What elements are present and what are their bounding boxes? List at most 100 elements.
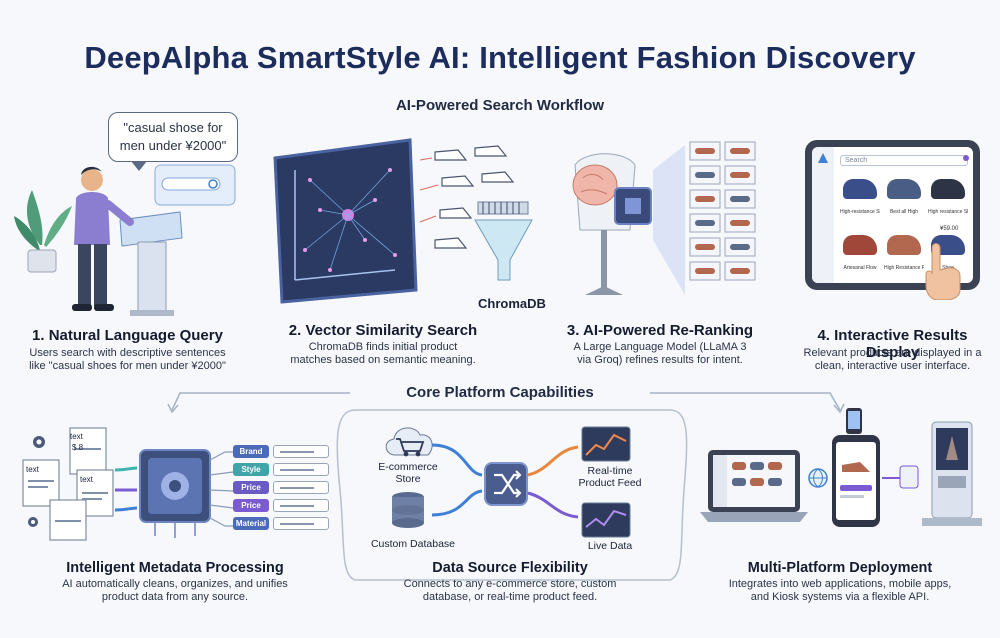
step-3-desc-line2: via Groq) refines results for intent. <box>577 354 743 366</box>
multi-platform-illustration <box>700 408 982 527</box>
metadata-chip: Price <box>233 499 269 512</box>
metadata-chip-row: Brand <box>233 445 333 459</box>
screen-search-input[interactable]: Search <box>840 155 968 166</box>
realtime-label-line2: Product Feed <box>578 477 642 489</box>
re-ranking-illustration <box>572 141 756 295</box>
step-4-desc-line2: clean, interactive user interface. <box>814 360 971 372</box>
metadata-chip: Price <box>233 481 269 494</box>
workflow-heading: AI-Powered Search Workflow <box>395 97 605 114</box>
screen-sidebar <box>812 147 834 283</box>
cap-2-desc: Connects to any e-commerce store, custom… <box>350 578 670 604</box>
shuffle-icon <box>484 462 528 506</box>
ecommerce-store-label: E-commerce Store <box>372 461 444 485</box>
metadata-value-bar <box>273 445 329 458</box>
tablet-icon: Search High-resistance Shoe Best all High… <box>805 140 980 290</box>
vector-similarity-illustration <box>273 138 533 304</box>
hand-icon <box>925 243 961 300</box>
chip-icon <box>614 187 652 225</box>
cap-1-desc: AI automatically cleans, organizes, and … <box>15 578 335 604</box>
metadata-chip-row: Material <box>233 517 333 531</box>
product-card[interactable]: High-resistance Shoe <box>840 173 880 223</box>
step-2-desc-line1: ChromaDB finds initial product <box>308 341 458 353</box>
doc-label-2: $ 8 <box>72 443 84 452</box>
metadata-value-bar <box>273 517 329 530</box>
step-1-desc: Users search with descriptive sentences … <box>10 347 245 373</box>
product-card-label: High resistance Shoe <box>928 209 968 215</box>
product-card-label: High-resistance Shoe <box>840 209 880 215</box>
kiosk-icon <box>119 211 183 316</box>
database-icon <box>392 492 424 528</box>
shoe-icon <box>887 179 921 199</box>
shoe-icon <box>434 145 515 249</box>
doc-label-1: text <box>70 432 83 441</box>
product-card[interactable]: Artesanal Flow <box>840 229 880 279</box>
product-card[interactable]: Best all High <box>884 173 924 223</box>
metadata-processing-illustration <box>22 427 234 541</box>
cap-3-title: Multi-Platform Deployment <box>747 560 933 576</box>
laptop-icon <box>700 450 808 522</box>
realtime-feed-label: Real-time Product Feed <box>575 465 645 489</box>
shoe-icon <box>887 235 921 255</box>
kiosk-icon <box>922 421 982 526</box>
person-icon <box>72 166 134 311</box>
phone-icon <box>832 408 880 527</box>
gear-icon <box>28 436 45 527</box>
screen-avatar <box>963 155 969 161</box>
logo-icon <box>818 153 828 163</box>
metadata-value-bar <box>273 499 329 512</box>
product-card-label: High Resistance Plus <box>884 265 924 271</box>
globe-icon <box>808 468 828 488</box>
cap-3-desc: Integrates into web applications, mobile… <box>690 578 990 604</box>
capabilities-heading: Core Platform Capabilities <box>350 384 650 401</box>
shoe-icon <box>931 179 965 199</box>
product-card-label: Best all High <box>889 209 919 215</box>
cap-3-desc-line2: and Kiosk systems via a flexible API. <box>750 591 930 603</box>
step-3-desc: A Large Language Model (LLaMA 3 via Groq… <box>540 341 780 367</box>
metadata-value-line <box>280 523 314 525</box>
funnel-icon <box>474 201 533 281</box>
cap-2-title: Data Source Flexibility <box>432 560 588 576</box>
doc-label-3: text <box>26 465 39 474</box>
step-1-desc-line2: like "casual shoes for men under ¥2000" <box>29 360 226 372</box>
metadata-value-line <box>280 469 314 471</box>
step-1-title: 1. Natural Language Query <box>32 327 223 344</box>
cart-icon <box>396 438 425 457</box>
metadata-chip-row: Price <box>233 481 333 495</box>
step-1-desc-line1: Users search with descriptive sentences <box>29 347 226 359</box>
vector-graph-icon <box>273 138 418 304</box>
product-card[interactable]: High resistance Shoe <box>928 173 968 223</box>
cap-1-title: Intelligent Metadata Processing <box>66 560 284 576</box>
doc-label-4: text <box>80 475 93 484</box>
results-screen: Search High-resistance Shoe Best all High… <box>812 147 973 283</box>
ecommerce-label-line1: E-commerce <box>378 461 438 473</box>
cap-3-desc-line1: Integrates into web applications, mobile… <box>728 578 952 590</box>
cap-2-desc-line2: database, or real-time product feed. <box>422 591 598 603</box>
metadata-chip-row: Style <box>233 463 333 477</box>
product-card-label: Artesanal Flow <box>843 265 877 271</box>
data-source-illustration <box>385 426 631 538</box>
step-2-desc: ChromaDB finds initial product matches b… <box>268 341 498 367</box>
chromadb-label: ChromaDB <box>478 296 546 311</box>
metadata-chip: Brand <box>233 445 269 458</box>
shoe-icon <box>843 179 877 199</box>
cap-1-desc-line2: product data from any source. <box>101 591 249 603</box>
metadata-value-line <box>280 487 314 489</box>
screen-price: ¥59.00 <box>940 226 959 232</box>
step-2-desc-line2: matches based on semantic meaning. <box>290 354 476 366</box>
metadata-value-line <box>280 505 314 507</box>
step-4-desc-line1: Relevant products are displayed in a <box>803 347 982 359</box>
product-card[interactable]: High Resistance Plus <box>884 229 924 279</box>
natural-language-query-illustration <box>14 164 236 316</box>
realtime-label-line1: Real-time <box>587 465 633 477</box>
page-title: DeepAlpha SmartStyle AI: Intelligent Fas… <box>84 40 916 75</box>
step-2-title: 2. Vector Similarity Search <box>288 322 478 339</box>
capabilities-connector <box>167 392 845 581</box>
step-3-desc-line1: A Large Language Model (LLaMA 3 <box>573 341 747 353</box>
brain-icon <box>572 164 618 206</box>
cap-1-desc-line1: AI automatically cleans, organizes, and … <box>62 578 288 590</box>
shoe-icon <box>843 235 877 255</box>
custom-database-label: Custom Database <box>370 538 456 550</box>
metadata-value-bar <box>273 481 329 494</box>
metadata-value-bar <box>273 463 329 476</box>
